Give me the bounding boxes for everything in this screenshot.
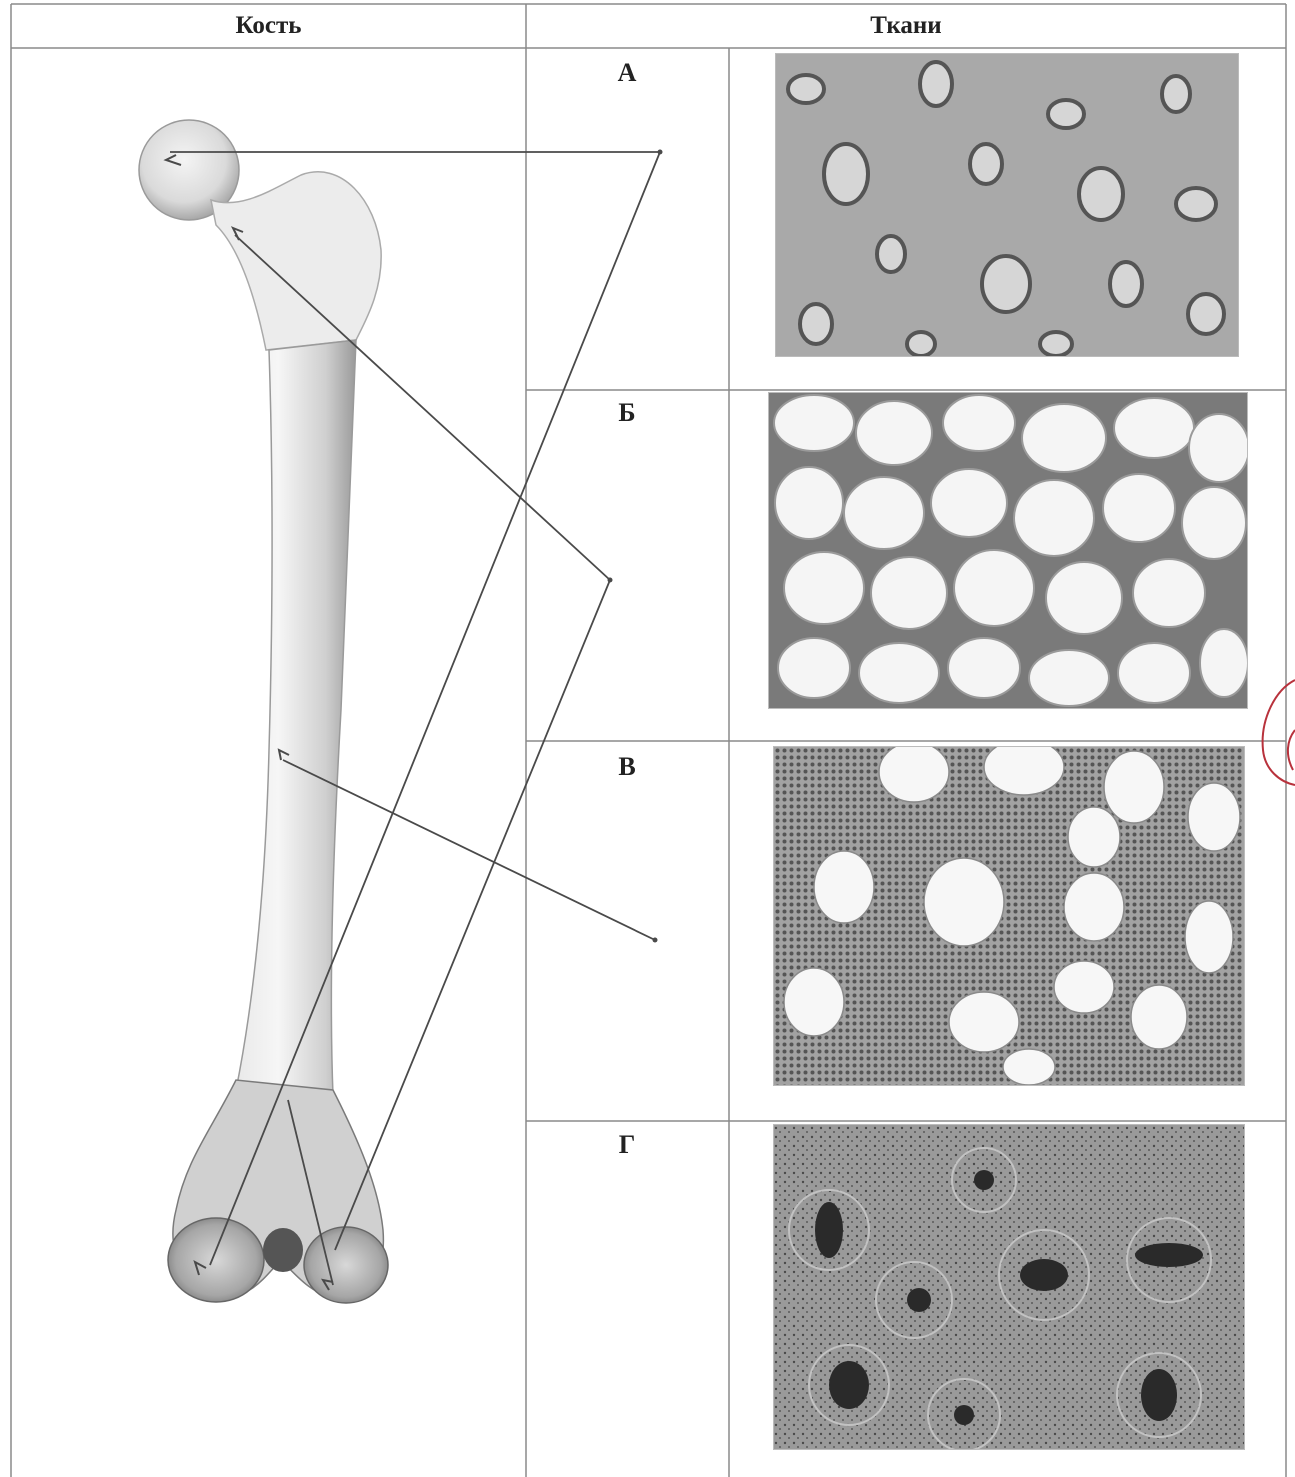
hyaline-cartilage-micrograph xyxy=(775,53,1239,357)
adipose-tissue-micrograph xyxy=(768,392,1248,709)
matching-lines xyxy=(0,50,760,1470)
red-pen-mark xyxy=(1255,670,1295,790)
compact-bone-micrograph xyxy=(773,1124,1245,1450)
bone-column-header: Кость xyxy=(11,6,526,46)
red-bone-marrow-micrograph xyxy=(773,746,1245,1086)
tissue-column-header: Ткани xyxy=(526,6,1286,46)
